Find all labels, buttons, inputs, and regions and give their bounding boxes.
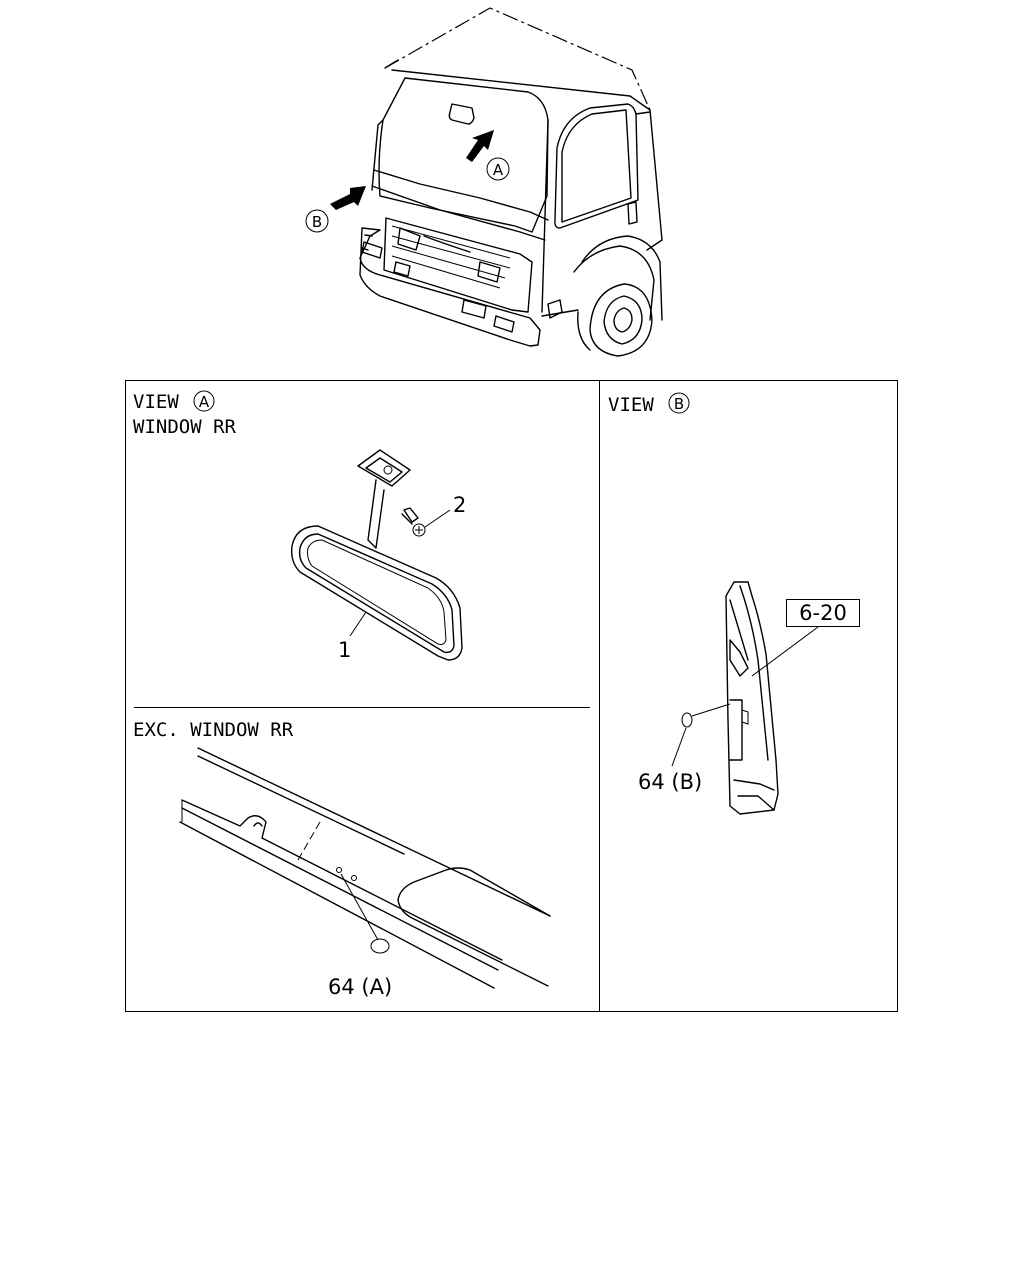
- detail-frame: [125, 380, 898, 1012]
- view-b-panel: VIEW B 6-20 64 (B): [608, 392, 860, 815]
- view-a-heading: VIEW: [133, 391, 179, 413]
- marker-b-label: B: [312, 213, 322, 231]
- exc-window-subtitle: EXC. WINDOW RR: [133, 719, 294, 741]
- marker-b: B: [305, 209, 329, 233]
- ref-box-6-20: 6-20: [799, 601, 847, 625]
- marker-a: A: [486, 157, 510, 181]
- view-a-panel: VIEW A WINDOW RR 2 1: [133, 390, 466, 662]
- callout-64b: 64 (B): [638, 770, 702, 794]
- roof-panel-illustration: [179, 747, 551, 989]
- screw-part: [401, 507, 426, 537]
- arrow-b-icon: [330, 186, 366, 210]
- rear-view-mirror: [290, 449, 463, 661]
- callout-2: 2: [453, 493, 466, 517]
- truck-overview-illustration: [330, 7, 663, 357]
- callout-64a: 64 (A): [328, 975, 392, 999]
- pillar-illustration: [725, 581, 779, 815]
- arrow-a-icon: [466, 130, 494, 162]
- view-b-heading: VIEW: [608, 394, 654, 416]
- callout-1: 1: [338, 638, 351, 662]
- view-a-marker: A: [199, 393, 210, 411]
- exc-window-panel: EXC. WINDOW RR 64 (A): [133, 719, 551, 999]
- view-a-subtitle: WINDOW RR: [133, 416, 237, 438]
- view-b-marker: B: [674, 395, 684, 413]
- marker-a-label: A: [493, 161, 504, 179]
